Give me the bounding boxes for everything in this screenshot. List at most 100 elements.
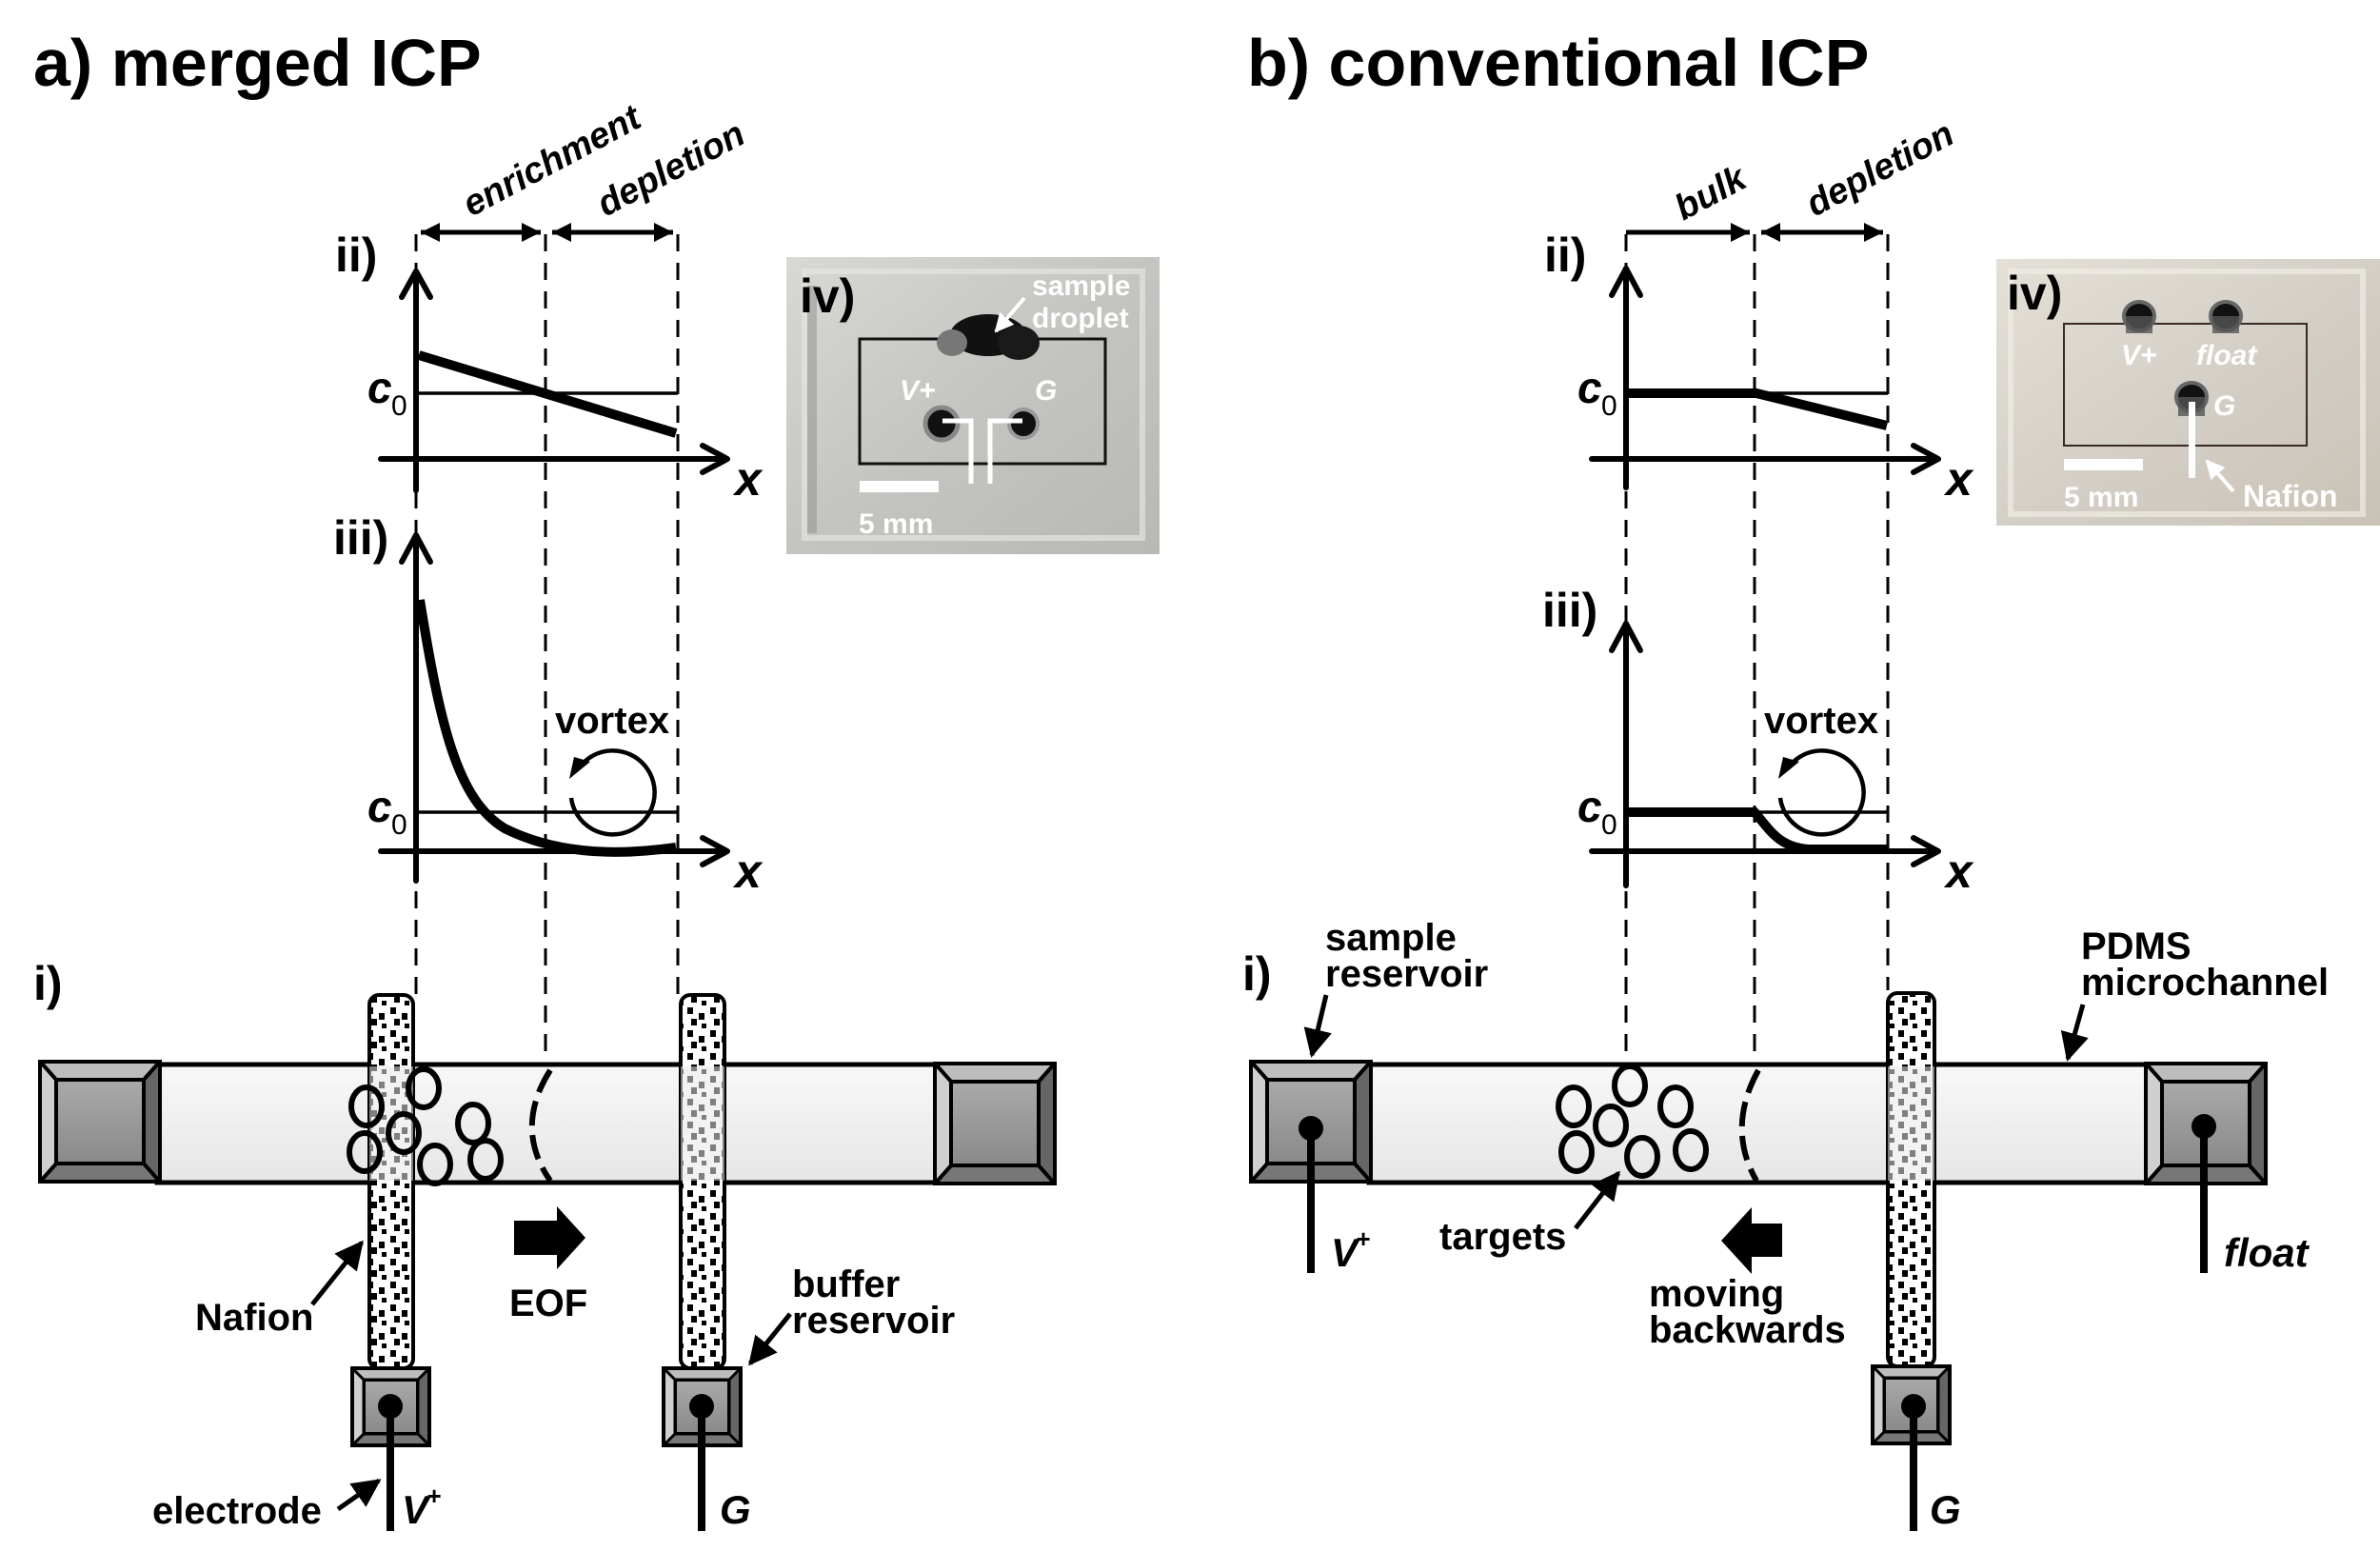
photo-iv-a: iv) sample droplet V+ G 5 mm xyxy=(786,257,1160,554)
port-vplus-label: V+ xyxy=(2121,340,2157,371)
buffer-reservoir-label-1: buffer xyxy=(792,1263,900,1305)
port-g-label: G xyxy=(1035,375,1057,407)
x-axis-arrowhead xyxy=(700,443,730,475)
moving-backwards-label-2: backwards xyxy=(1649,1309,1846,1351)
nafion-strip-photo xyxy=(2189,402,2195,478)
y-axis-arrowhead xyxy=(1609,621,1643,653)
nafion-line-right xyxy=(987,418,1022,484)
channel-outline xyxy=(2063,323,2308,447)
photo-iv-label: iv) xyxy=(800,269,855,323)
port-float-label: float xyxy=(2196,340,2258,371)
nafion-photo-pointer xyxy=(2205,459,2235,493)
c0-subscript: 0 xyxy=(391,390,407,422)
panel-a-title: a) merged ICP xyxy=(33,26,482,100)
nafion-label: Nafion xyxy=(195,1297,313,1339)
eof-label: EOF xyxy=(509,1283,587,1324)
c0-label: c xyxy=(1577,363,1602,412)
graph-iii-label: iii) xyxy=(1542,584,1597,637)
scale-bar xyxy=(2064,459,2143,470)
zone-label-depletion: depletion xyxy=(1800,114,1961,225)
x-axis-label: x xyxy=(732,845,764,898)
pdms-label-1: PDMS xyxy=(2081,925,2192,967)
schematic-i-label: i) xyxy=(33,957,63,1010)
nafion-pointer xyxy=(310,1240,364,1306)
microchannel xyxy=(1366,1062,2152,1185)
backward-arrow-icon xyxy=(1721,1207,1782,1274)
y-axis-arrowhead xyxy=(1609,266,1643,298)
electrode-pointer xyxy=(336,1478,382,1512)
panel-a: a) merged ICP enrichment depletion ii) x… xyxy=(33,26,1160,1532)
voltage-vplus: V xyxy=(402,1487,431,1532)
graph-iii-a: iii) x c 0 vortex xyxy=(333,511,764,898)
concentration-profile xyxy=(1628,807,1887,854)
microchannel xyxy=(154,1062,941,1185)
schematic-i-label: i) xyxy=(1242,947,1272,1001)
electrode-label: electrode xyxy=(152,1490,322,1532)
sample-droplet-pointer xyxy=(994,296,1026,333)
moving-backwards-label-1: moving xyxy=(1649,1273,1784,1315)
panel-b: b) conventional ICP bulk depletion ii) x… xyxy=(1242,26,2380,1532)
device-photo xyxy=(786,257,1160,554)
port-vplus-label: V+ xyxy=(900,375,936,407)
scale-bar-label: 5 mm xyxy=(2064,482,2138,513)
y-axis-arrowhead xyxy=(399,532,433,565)
voltage-vplus-sup: + xyxy=(426,1482,441,1510)
graph-ii-label: ii) xyxy=(1544,229,1586,282)
schematic-i-a: i) EOF Nafion xyxy=(33,957,1059,1532)
photo-iv-b: iv) V+ float G 5 mm Nafion xyxy=(1996,259,2380,526)
voltage-vplus-sup: + xyxy=(1356,1224,1370,1253)
x-axis-arrowhead xyxy=(1911,443,1941,475)
c0-subscript: 0 xyxy=(1601,809,1617,841)
nafion-strip-left xyxy=(367,993,415,1370)
vortex-arrowhead xyxy=(1778,757,1799,779)
port-g-label: G xyxy=(2213,390,2235,422)
voltage-g: G xyxy=(1930,1487,1961,1532)
sample-reservoir-pointer xyxy=(1303,994,1332,1058)
c0-subscript: 0 xyxy=(391,809,407,841)
targets-label: targets xyxy=(1439,1216,1566,1258)
pdms-pointer xyxy=(2060,1004,2089,1062)
buffer-reservoir-pointer xyxy=(748,1312,792,1366)
voltage-float: float xyxy=(2224,1230,2311,1275)
reservoir-left xyxy=(36,1058,164,1185)
x-axis-label: x xyxy=(1943,452,1974,506)
sample-droplet-label-1: sample xyxy=(1032,270,1130,302)
panel-b-title: b) conventional ICP xyxy=(1247,26,1869,100)
concentration-profile xyxy=(1628,388,1889,430)
nafion-strip-right xyxy=(679,993,726,1370)
c0-label: c xyxy=(367,782,392,831)
photo-iv-label: iv) xyxy=(2007,267,2062,320)
vortex-circle xyxy=(568,748,657,837)
depletion-boundary xyxy=(528,1068,553,1183)
graph-ii-a: ii) x c 0 xyxy=(335,229,764,506)
concentration-profile xyxy=(417,350,678,438)
sample-reservoir-label-1: sample xyxy=(1325,917,1457,959)
nafion-line-left xyxy=(942,418,974,484)
port-vplus xyxy=(922,405,961,443)
x-axis-label: x xyxy=(732,452,764,506)
c0-label: c xyxy=(1577,782,1602,831)
x-axis-arrowhead xyxy=(700,835,730,867)
graph-ii-label: ii) xyxy=(335,229,377,282)
schematic-i-b: i) moving backwards targets sample re xyxy=(1242,917,2329,1532)
sample-reservoir-label-2: reservoir xyxy=(1325,953,1488,995)
zone-label-bulk: bulk xyxy=(1669,157,1755,229)
concentration-profile xyxy=(415,599,677,857)
graph-iii-b: iii) x c 0 vortex xyxy=(1542,584,1974,898)
targets-pointer xyxy=(1574,1170,1620,1230)
vortex-arrowhead xyxy=(569,757,590,779)
vortex-label: vortex xyxy=(1764,700,1878,742)
c0-subscript: 0 xyxy=(1601,390,1617,422)
graph-iii-label: iii) xyxy=(333,511,388,565)
nafion-photo-label: Nafion xyxy=(2243,479,2338,513)
depletion-boundary xyxy=(1738,1068,1761,1183)
pdms-label-2: microchannel xyxy=(2081,962,2329,1004)
target-particles xyxy=(347,1066,504,1186)
target-particles xyxy=(1556,1064,1709,1179)
y-axis-arrowhead xyxy=(399,269,433,300)
scale-bar xyxy=(860,481,939,492)
port-g xyxy=(1007,408,1040,440)
graph-ii-b: ii) x c 0 xyxy=(1544,229,1974,506)
vortex-label: vortex xyxy=(555,700,669,742)
vortex-circle xyxy=(1777,748,1866,837)
